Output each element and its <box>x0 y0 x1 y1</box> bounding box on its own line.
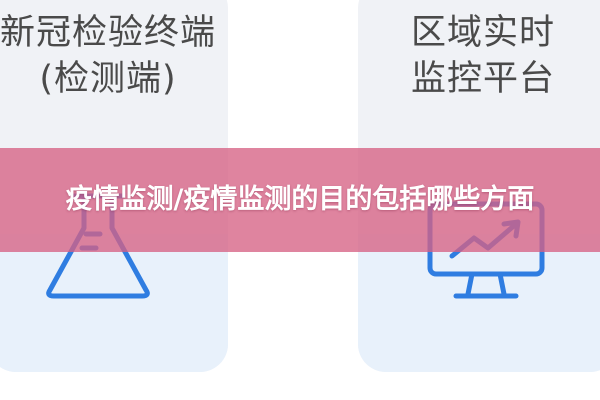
left-card-line-2: (检测端) <box>39 59 177 99</box>
left-card-line-1: 新冠检验终端 <box>0 13 216 53</box>
left-card-title: 新冠检验终端 (检测端) <box>0 10 228 102</box>
title-banner: 疫情监测/疫情监测的目的包括哪些方面 <box>0 148 600 252</box>
banner-title: 疫情监测/疫情监测的目的包括哪些方面 <box>65 184 535 215</box>
left-card-lower-panel <box>0 234 228 372</box>
right-card-title: 区域实时 监控平台 <box>358 10 600 102</box>
right-card-lower-panel <box>358 234 600 372</box>
right-card-line-1: 区域实时 <box>410 13 555 53</box>
right-card-line-2: 监控平台 <box>410 59 555 99</box>
